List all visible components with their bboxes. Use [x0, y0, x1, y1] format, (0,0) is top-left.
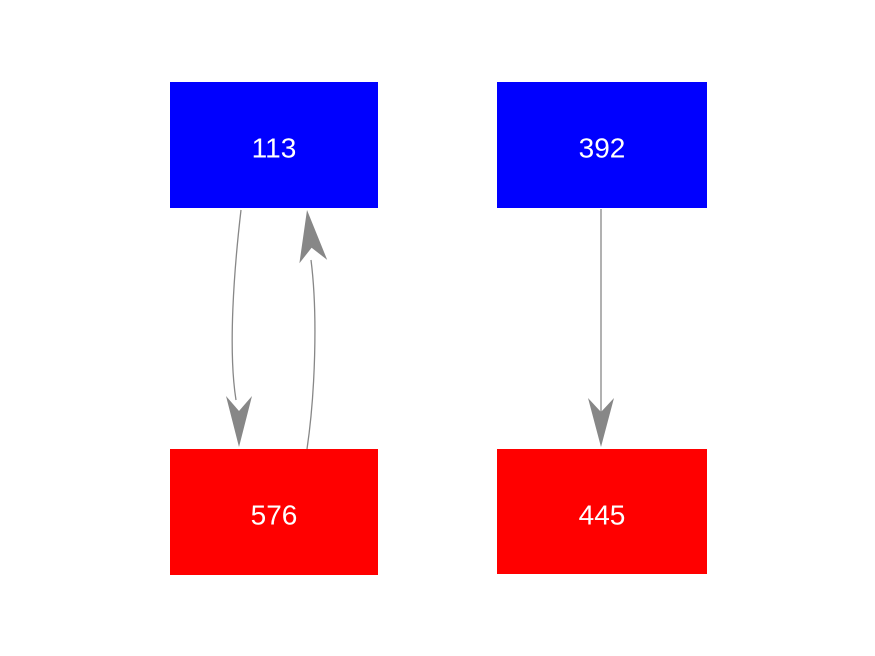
edge-113-to-576-line [231, 209, 242, 401]
node-445: 445 [497, 449, 707, 574]
node-392: 392 [497, 82, 707, 208]
node-576-label: 576 [251, 500, 298, 531]
edge-392-to-445 [588, 209, 614, 447]
edge-113-to-576 [226, 209, 252, 447]
node-445-box [497, 449, 707, 574]
node-113-box [170, 82, 378, 208]
node-576: 576 [170, 449, 378, 575]
edge-576-to-113-line [306, 259, 316, 450]
node-392-label: 392 [579, 133, 626, 164]
node-576-box [170, 449, 378, 575]
node-113-label: 113 [252, 133, 297, 164]
node-445-label: 445 [579, 500, 626, 531]
arrowhead-down-icon [588, 398, 614, 447]
node-392-box [497, 82, 707, 208]
edge-576-to-113 [299, 210, 328, 450]
arrowhead-down-icon [226, 396, 252, 447]
arrowhead-up-icon [299, 210, 328, 264]
node-113: 113 [170, 82, 378, 208]
